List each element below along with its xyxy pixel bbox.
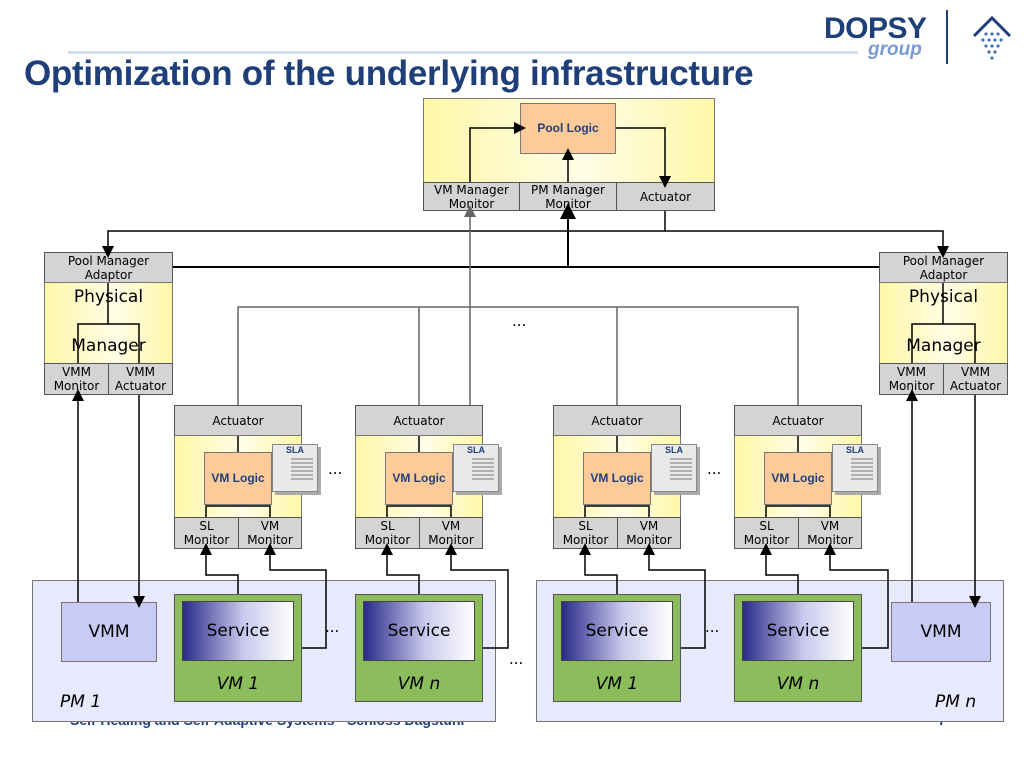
vm-logic: VM Logic — [764, 452, 832, 505]
house-dots-icon — [972, 15, 1012, 60]
pool-manager-adaptor: Pool Manager Adaptor — [879, 252, 1008, 283]
physical-manager-line2: Manager — [71, 336, 146, 356]
service-box: Service — [561, 601, 673, 661]
ellipsis: ... — [707, 460, 722, 478]
vmm-actuator: VMM Actuator — [108, 363, 173, 395]
sla-document: SLA — [832, 444, 878, 492]
pm-label: PM n — [935, 692, 977, 712]
vm-logic: VM Logic — [204, 452, 272, 505]
service-box: Service — [363, 601, 475, 661]
vmm-actuator: VMM Actuator — [943, 363, 1008, 395]
title-underline — [68, 51, 858, 54]
ellipsis: ... — [705, 618, 720, 636]
sla-document: SLA — [453, 444, 499, 492]
vm-label: VM n — [397, 674, 441, 694]
vm-monitor: VM Monitor — [238, 517, 302, 549]
document-lines-icon — [291, 458, 313, 480]
physical-manager-line2: Manager — [906, 336, 981, 356]
sla-label: SLA — [467, 445, 485, 455]
document-lines-icon — [670, 458, 692, 480]
vm-label: VM n — [776, 674, 820, 694]
page-title: Optimization of the underlying infrastru… — [24, 54, 754, 93]
pool-logic: Pool Logic — [520, 103, 616, 154]
document-lines-icon — [472, 458, 494, 480]
ellipsis: ... — [325, 618, 340, 636]
logo-sub: group — [868, 39, 922, 60]
document-lines-icon — [851, 458, 873, 480]
vm-actuator: Actuator — [355, 405, 483, 436]
vm-label: VM 1 — [595, 674, 639, 694]
sla-label: SLA — [286, 445, 304, 455]
pm-label: PM 1 — [60, 692, 102, 712]
ellipsis: ... — [509, 650, 524, 668]
vmm-box: VMM — [891, 602, 991, 662]
sla-label: SLA — [846, 445, 864, 455]
vm-label: VM 1 — [216, 674, 260, 694]
logo-name: DOPSY — [824, 12, 927, 45]
vm-logic: VM Logic — [583, 452, 651, 505]
ellipsis: ... — [328, 460, 343, 478]
sl-monitor: SL Monitor — [174, 517, 239, 549]
sla-document: SLA — [651, 444, 697, 492]
sla-label: SLA — [665, 445, 683, 455]
vm-monitor: VM Monitor — [798, 517, 862, 549]
logo-divider — [946, 10, 948, 64]
service-box: Service — [742, 601, 854, 661]
sla-document: SLA — [272, 444, 318, 492]
ellipsis: ... — [512, 312, 527, 330]
vm-logic: VM Logic — [385, 452, 453, 505]
pm-manager-monitor: PM Manager Monitor — [519, 182, 617, 211]
vmm-box: VMM — [61, 602, 157, 662]
vm-actuator: Actuator — [734, 405, 862, 436]
pool-actuator: Actuator — [616, 182, 715, 211]
service-box: Service — [182, 601, 294, 661]
